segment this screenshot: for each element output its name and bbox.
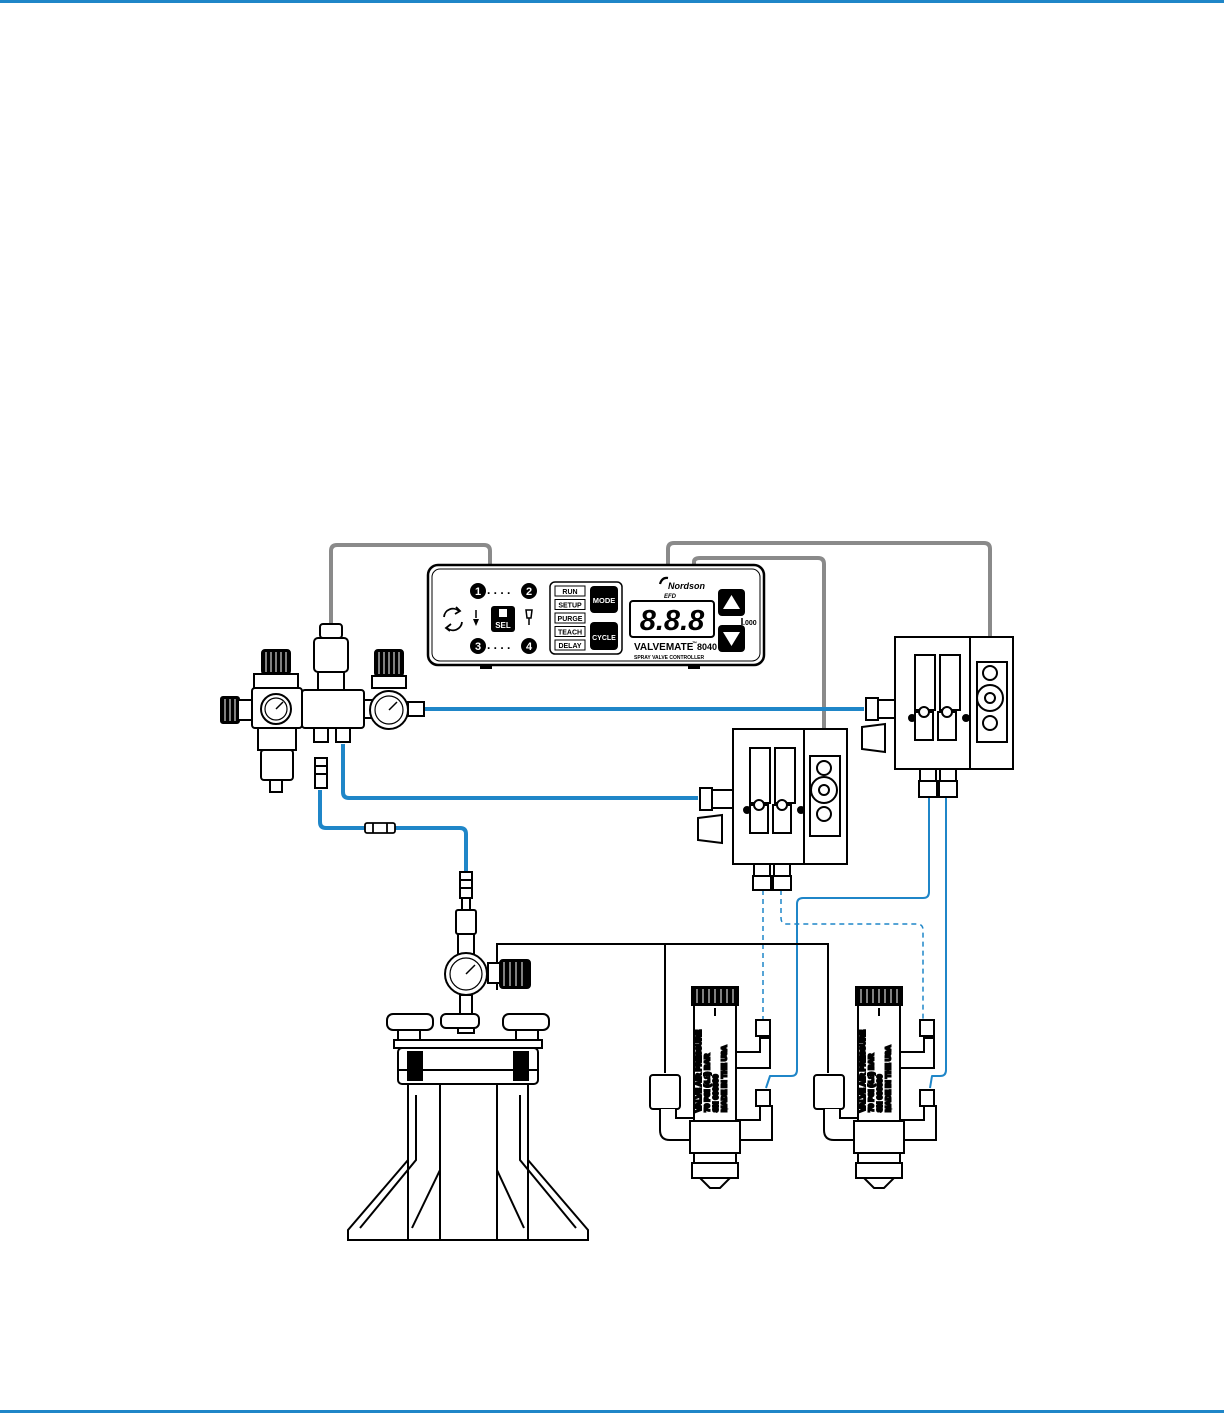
spray-valve-1-air-fitting-bottom: [756, 1090, 770, 1106]
fluid-lines: [497, 944, 828, 1073]
spray-valve-2-lower-body: [854, 1121, 904, 1153]
channel-indicator-2: 2: [521, 583, 537, 599]
pressure-gauge-left: [261, 694, 291, 724]
cycle-button[interactable]: CYCLE: [590, 622, 618, 650]
spray-valve-2-fluid-inlet: [814, 1075, 844, 1109]
valve-air-regulator: [364, 650, 424, 729]
spray-valve-2-label-line: MADE IN THE USA: [884, 1045, 893, 1112]
lid-clamp-center[interactable]: [441, 1014, 479, 1028]
mode-label-purge: PURGE: [558, 616, 583, 623]
filter-regulator-knob[interactable]: [254, 650, 298, 688]
display-value: 8.8.8: [640, 605, 705, 637]
solenoid-middle-coil-b: [775, 748, 795, 803]
channel-number-3: 3: [475, 641, 481, 653]
channel-dots-bottom: . . . .: [487, 638, 510, 652]
channel-indicator-4: 4: [521, 638, 537, 654]
model-name-text: VALVEMATE: [634, 642, 694, 653]
channel-number-1: 1: [475, 586, 481, 598]
reservoir-tank: [408, 1084, 528, 1240]
channel-number-4: 4: [526, 641, 533, 653]
spray-valve-2-nozzle: [864, 1178, 894, 1188]
mode-list: RUN SETUP PURGE TEACH DELAY: [555, 586, 585, 650]
channel-number-2: 2: [526, 586, 532, 598]
mode-label-delay: DELAY: [558, 643, 581, 650]
mode-label-setup: SETUP: [558, 603, 582, 610]
filter-regulator-assembly: [221, 624, 424, 792]
brand-name: Nordson: [668, 581, 706, 591]
outlet-fitting-left: [314, 728, 328, 742]
reservoir-air-coupler: [460, 872, 472, 898]
channel-dots-top: . . . .: [487, 583, 510, 597]
channel-indicator-1: 1: [470, 583, 486, 599]
air-line-to-middle-solenoid: [343, 744, 698, 798]
controller-foot-left: [480, 665, 492, 669]
reservoir-pressure-gauge: [445, 953, 487, 995]
model-number: 8040: [697, 642, 717, 652]
sel-button-label: SEL: [495, 621, 511, 630]
manifold-block: [302, 690, 364, 728]
up-button[interactable]: [718, 589, 745, 616]
solenoid-right-coil-b: [940, 655, 960, 710]
filter-bowl: [261, 750, 293, 780]
outlet-fitting-right: [336, 728, 350, 742]
fluid-reservoir: [348, 872, 588, 1240]
unit-indicator: .000: [742, 618, 757, 627]
reservoir-lid: [394, 1040, 542, 1048]
controller-foot-right: [688, 665, 700, 669]
pressure-gauge-right: [370, 691, 408, 729]
reservoir-regulator-knob[interactable]: [488, 960, 530, 988]
mode-button[interactable]: MODE: [590, 586, 618, 613]
spray-valve-1-lower-body: [690, 1121, 740, 1153]
sel-button[interactable]: SEL: [491, 606, 515, 632]
solenoid-right-coil-a: [915, 655, 935, 710]
channel-indicator-3: 3: [470, 638, 486, 654]
filter-drain: [270, 780, 282, 792]
inline-fitting: [365, 823, 395, 833]
spray-valve-1-fluid-inlet: [650, 1075, 680, 1109]
valvemate-controller: 1 . . . . 2 3 . . . . 4 S: [428, 565, 764, 669]
spray-valve-2-air-fitting-bottom: [920, 1090, 934, 1106]
down-button[interactable]: [718, 625, 745, 652]
main-air-solenoid: [314, 624, 348, 690]
solenoid-block-right: [862, 637, 1013, 797]
spray-valve-1-nozzle: [700, 1178, 730, 1188]
solenoid-block-middle: [698, 729, 847, 890]
mode-button-label: MODE: [593, 596, 616, 605]
spray-valve-1-air-fitting-top: [756, 1020, 770, 1036]
mode-label-run: RUN: [562, 589, 577, 596]
mode-label-teach: TEACH: [558, 630, 582, 637]
unit-text: .000: [743, 620, 757, 627]
spray-valve-2-air-fitting-top: [920, 1020, 934, 1036]
cycle-button-label: CYCLE: [592, 635, 616, 642]
valve-air-regulator-knob[interactable]: [372, 650, 406, 688]
fluid-manifold: [497, 944, 828, 1073]
solenoid-middle-coil-a: [750, 748, 770, 803]
spray-valve-1-label-line: MADE IN THE USA: [720, 1045, 729, 1112]
led-display: 8.8.8: [630, 601, 714, 637]
brand-sub: EFD: [664, 594, 677, 600]
controller-subtitle: SPRAY VALVE CONTROLLER: [634, 655, 704, 661]
